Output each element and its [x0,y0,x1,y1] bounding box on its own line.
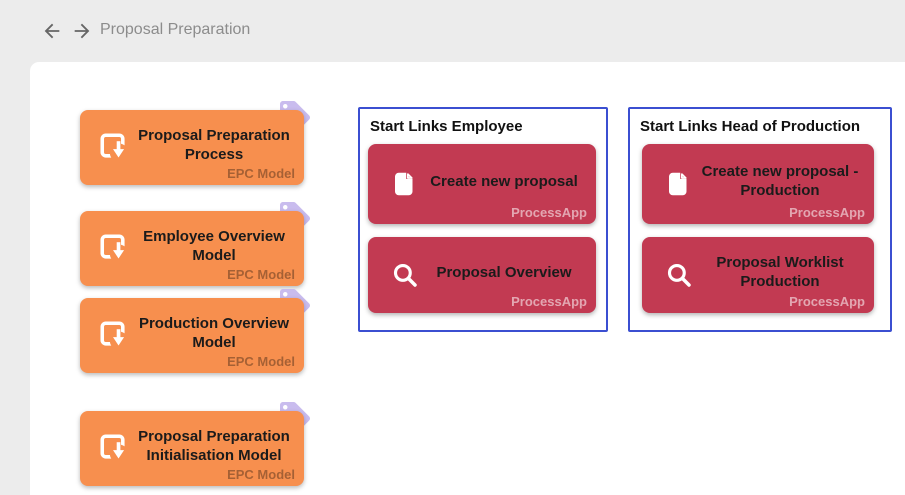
app-card-label: Create new proposal - Production [701,163,859,199]
model-card-slot: Proposal Preparation Process EPC Model [80,101,310,185]
app-type-label: ProcessApp [511,205,587,220]
model-type-label: EPC Model [227,354,295,369]
app-card-label: Create new proposal [430,172,578,190]
app-card-label: Proposal Worklist Production [716,254,844,290]
model-card-label: Proposal Preparation Initialisation Mode… [138,427,290,464]
page-title: Proposal Preparation [100,21,251,38]
model-card-slot: Employee Overview Model EPC Model [80,202,310,286]
model-card-slot: Production Overview Model EPC Model [80,289,310,373]
back-arrow-icon[interactable] [41,20,63,42]
document-icon [394,171,414,197]
model-type-label: EPC Model [227,166,295,181]
model-card-label: Employee Overview Model [143,227,285,264]
model-icon [100,233,131,265]
search-icon [667,263,691,287]
model-card-label: Production Overview Model [138,314,290,351]
model-card-proposal-preparation-initialisation-model[interactable]: Proposal Preparation Initialisation Mode… [80,411,304,486]
app-card-proposal-worklist-production[interactable]: Proposal Worklist Production ProcessApp [642,237,874,313]
search-icon [393,263,417,287]
app-type-label: ProcessApp [511,294,587,309]
model-card-production-overview-model[interactable]: Production Overview Model EPC Model [80,298,304,373]
document-icon [668,171,688,197]
model-icon [100,320,131,352]
app-card-label: Proposal Overview [436,263,572,281]
model-icon [100,433,131,465]
app-type-label: ProcessApp [789,205,865,220]
model-type-label: EPC Model [227,467,295,482]
model-card-slot: Proposal Preparation Initialisation Mode… [80,402,310,486]
group-start-links-employee: Start Links Employee Create new proposal… [358,107,608,332]
app-card-create-new-proposal-production[interactable]: Create new proposal - Production Process… [642,144,874,224]
model-card-label: Proposal Preparation Process [138,126,290,163]
model-type-label: EPC Model [227,267,295,282]
header-bar: Proposal Preparation [0,0,905,62]
group-start-links-head-of-production: Start Links Head of Production Create ne… [628,107,892,332]
model-card-employee-overview-model[interactable]: Employee Overview Model EPC Model [80,211,304,286]
model-card-proposal-preparation-process[interactable]: Proposal Preparation Process EPC Model [80,110,304,185]
app-card-proposal-overview[interactable]: Proposal Overview ProcessApp [368,237,596,313]
app-card-create-new-proposal[interactable]: Create new proposal ProcessApp [368,144,596,224]
group-title: Start Links Head of Production [640,118,861,135]
model-icon [100,132,131,164]
group-title: Start Links Employee [370,118,523,135]
app-type-label: ProcessApp [789,294,865,309]
forward-arrow-icon[interactable] [71,20,93,42]
